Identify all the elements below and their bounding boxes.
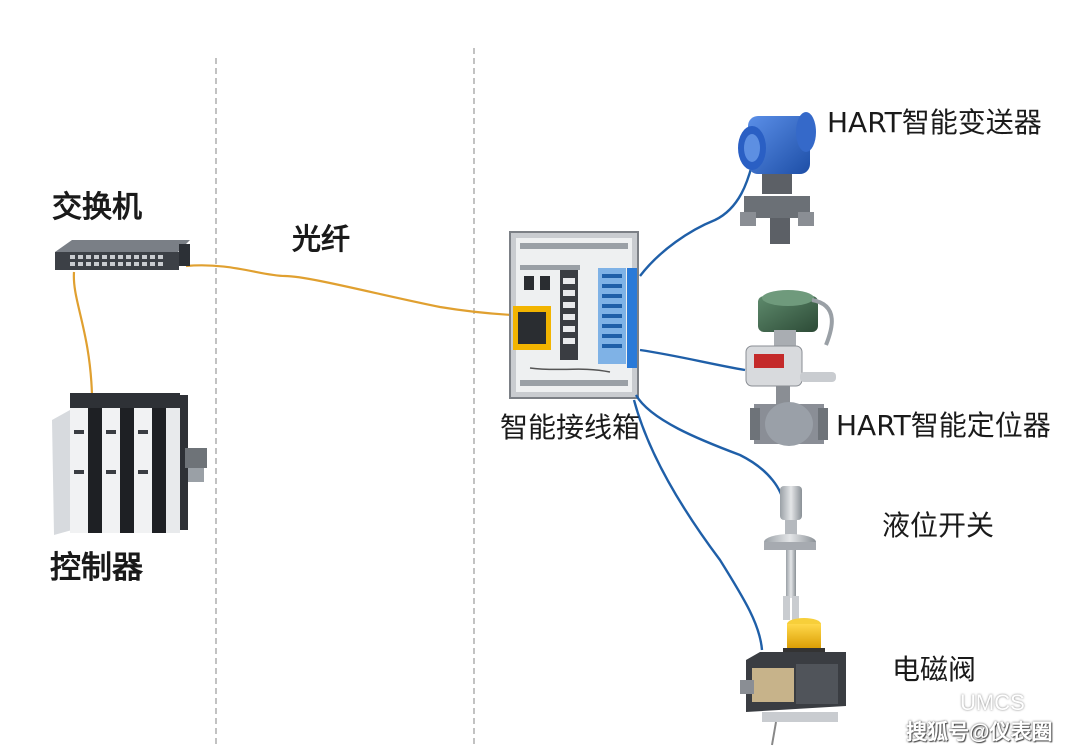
- solenoid-valve-label: 电磁阀: [892, 653, 977, 686]
- fiber-cables: [72, 264, 513, 396]
- fiber-cable: [185, 264, 513, 317]
- hart-transmitter-label: HART智能变送器: [827, 106, 1042, 139]
- positioner-cable: [639, 348, 746, 372]
- switch-label: 交换机: [52, 190, 142, 225]
- hart-positioner-icon: [745, 290, 836, 446]
- watermark-source: 搜狐号@仪表圈: [906, 721, 1053, 744]
- solenoid-cable: [632, 399, 764, 651]
- controller-link: [72, 271, 94, 396]
- junction-box-label: 智能接线箱: [500, 411, 641, 444]
- network-switch-icon: [55, 240, 190, 270]
- transmitter-cable: [639, 164, 754, 277]
- hart-positioner-label: HART智能定位器: [836, 409, 1051, 442]
- watermark-logo-icon: [921, 693, 955, 716]
- level-switch-label: 液位开关: [882, 509, 995, 542]
- hart-transmitter-icon: [738, 112, 816, 244]
- junction-box-icon: [509, 231, 639, 399]
- controller-label: 控制器: [50, 550, 143, 586]
- level-switch-icon: [764, 486, 816, 620]
- field-cables: [632, 164, 786, 651]
- controller-icon: [52, 393, 207, 535]
- fiber-label: 光纤: [292, 222, 351, 256]
- solenoid-valve-icon: [740, 618, 846, 746]
- zone-dividers: [215, 48, 475, 745]
- level-switch-cable: [634, 394, 786, 506]
- watermark-brand: UMCS: [960, 690, 1025, 715]
